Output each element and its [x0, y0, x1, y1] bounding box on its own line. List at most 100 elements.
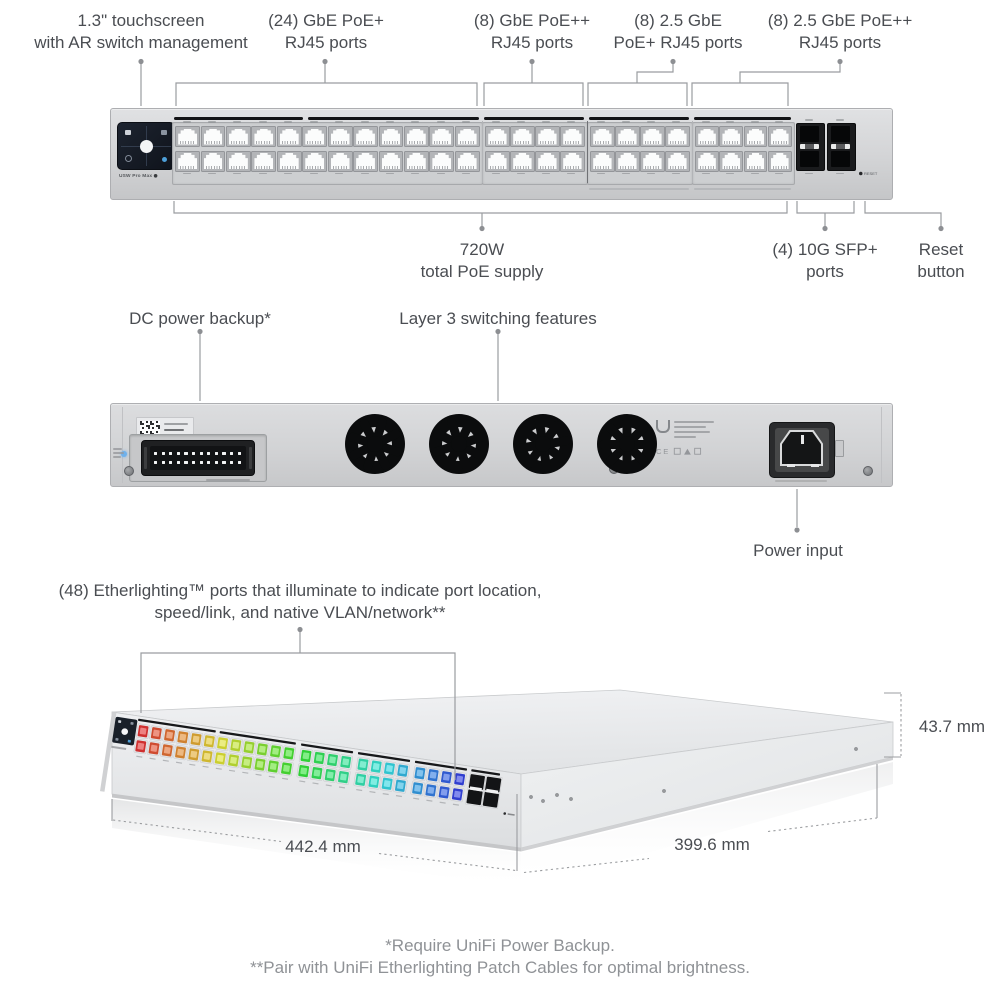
screen-icon: [125, 155, 132, 162]
etherlighting-jack: [396, 782, 404, 790]
rj45-jack-opening: [488, 128, 507, 145]
etherlighting-jack: [429, 771, 437, 779]
screw: [863, 466, 873, 476]
dc-pin: [230, 452, 234, 456]
port-number-label: [189, 763, 196, 766]
fan: [429, 414, 489, 474]
port-number-label: [774, 121, 783, 123]
port-number-label: [597, 121, 606, 123]
screw: [569, 797, 573, 801]
etherlighting-jack: [243, 758, 251, 766]
chassis-front-lip: [112, 794, 521, 852]
etherlighting-jack: [232, 741, 240, 749]
port-number-label: [385, 172, 394, 175]
sfp-port: [800, 151, 819, 167]
qr-cell: [148, 425, 150, 427]
rj45-jack-opening: [643, 153, 662, 169]
dc-pin: [184, 461, 188, 465]
rj45-pins: [256, 165, 272, 169]
callout-24-gbe-poe: (24) GbE PoE+ RJ45 ports: [268, 10, 384, 53]
rj45-port: [695, 126, 719, 147]
callout-bracket-8x25g-poe: [587, 64, 688, 106]
sfp-frame: [481, 775, 503, 810]
dc-pin: [237, 461, 241, 465]
port-number-label: [492, 172, 501, 175]
etherlighting-jack: [192, 735, 200, 743]
rj45-jack-opening: [457, 153, 477, 169]
port-number-label: [439, 801, 446, 804]
port-number-label: [597, 172, 606, 175]
rj45-pins: [670, 165, 685, 169]
rj45-jack-opening: [746, 153, 765, 169]
etherlighting-jack: [205, 737, 213, 745]
port-number-label: [149, 757, 156, 760]
rj45-port: [510, 150, 535, 172]
port-number-label: [702, 172, 711, 175]
rj45-pins: [180, 141, 195, 144]
port-number-label: [255, 773, 262, 776]
fan-hub: [535, 436, 551, 452]
rj45-pins: [205, 141, 221, 144]
dim-line-depth: [523, 817, 878, 874]
callout-bracket-etherlighting: [140, 632, 456, 780]
rj45-jack-opening: [254, 153, 274, 169]
dc-pin: [161, 452, 165, 456]
rj45-pins: [307, 141, 323, 144]
qr-cell: [156, 425, 158, 427]
rj45-jack-opening: [178, 153, 197, 169]
rj45-pins: [383, 141, 399, 144]
cert-icon: [673, 447, 681, 455]
rj45-port: [743, 126, 768, 147]
rj45-port: [403, 150, 429, 172]
rj45-port: [226, 150, 251, 172]
panel-seam: [122, 407, 123, 483]
callout-line1: 1.3" touchscreen: [77, 11, 205, 30]
rj45-jack-opening: [229, 153, 248, 169]
screw: [854, 747, 858, 751]
rj45-port: [719, 150, 744, 172]
rj45-jack-opening: [305, 153, 325, 169]
sticker-text-line: [164, 423, 188, 425]
connector-cap: [144, 447, 147, 469]
callout-line2: ports: [806, 261, 844, 281]
rj45-jack-opening: [356, 128, 375, 145]
etherlighting-jack: [340, 773, 347, 781]
dim-ticks-height: [884, 692, 901, 758]
dc-pin: [192, 461, 196, 465]
port-number-label: [208, 172, 217, 175]
callout-line1: Layer 3 switching features: [399, 309, 597, 328]
model-label: [111, 745, 127, 751]
screen-icon: [130, 722, 134, 725]
callout-power-input: Power input: [753, 540, 843, 562]
callout-bracket-sfp: [796, 201, 855, 226]
sfp-port: [468, 774, 485, 790]
reflection: [112, 799, 521, 888]
callout-sfp-ports: (4) 10G SFP+ ports: [772, 239, 877, 282]
model-label: USW Pro Max: [119, 173, 158, 178]
port-number-label: [647, 121, 656, 123]
port-number-label: [309, 172, 318, 175]
fan-hub: [451, 436, 467, 452]
qr-cell: [146, 421, 148, 423]
sfp-port-label: [805, 172, 813, 175]
rj45-jack-opening: [770, 128, 789, 145]
port-number-label: [411, 172, 420, 175]
port-number-label: [542, 172, 551, 175]
etherlighting-jack: [414, 784, 422, 792]
dc-pin: [169, 452, 173, 456]
rj45-pins: [358, 165, 373, 169]
rj45-pins: [383, 165, 399, 169]
ubiquiti-logo: [656, 420, 670, 433]
rj45-port: [276, 150, 302, 172]
port-number-label: [215, 767, 222, 770]
rj45-pins: [231, 141, 246, 144]
rj45-port: [403, 126, 429, 147]
rj45-jack-opening: [178, 128, 197, 145]
chassis-side-lip: [521, 757, 893, 852]
port-number-label: [356, 788, 363, 792]
port-number-label: [622, 172, 631, 175]
rj45-pins: [490, 141, 505, 144]
etherlighting-jack: [453, 790, 461, 798]
rj45-port: [535, 126, 560, 147]
